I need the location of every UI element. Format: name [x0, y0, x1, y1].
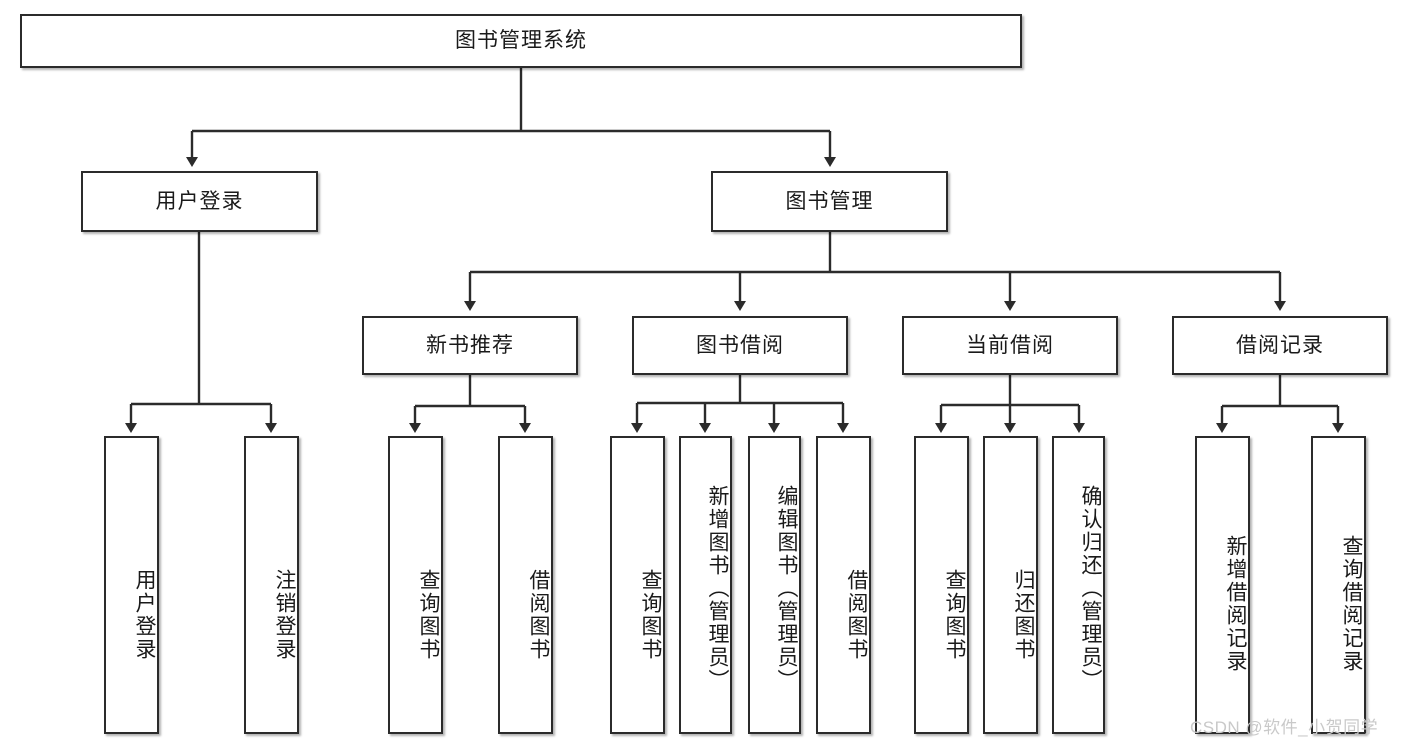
node-leaf-borrow-books[interactable]: 借阅图书 — [816, 436, 871, 734]
node-leaf-query-books-current[interactable]: 查询图书 — [914, 436, 969, 734]
node-leaf-logout-label: 注销登录 — [273, 569, 296, 661]
node-new-book-recommend-label: 新书推荐 — [426, 333, 514, 357]
node-current-borrow-label: 当前借阅 — [966, 333, 1054, 357]
node-leaf-user-login-label: 用户登录 — [133, 569, 156, 661]
node-leaf-confirm-return-admin[interactable]: 确认归还（管理员） — [1052, 436, 1105, 734]
node-root-label: 图书管理系统 — [455, 29, 587, 53]
node-leaf-return-books[interactable]: 归还图书 — [983, 436, 1038, 734]
node-book-management[interactable]: 图书管理 — [711, 171, 948, 232]
node-leaf-query-books-current-label: 查询图书 — [943, 569, 966, 661]
node-borrow-records[interactable]: 借阅记录 — [1172, 316, 1388, 375]
node-leaf-query-borrow-record[interactable]: 查询借阅记录 — [1311, 436, 1366, 734]
node-leaf-query-books-recommend[interactable]: 查询图书 — [388, 436, 443, 734]
node-book-borrow-label: 图书借阅 — [696, 333, 784, 357]
node-borrow-records-label: 借阅记录 — [1236, 333, 1324, 357]
node-leaf-add-borrow-record[interactable]: 新增借阅记录 — [1195, 436, 1250, 734]
node-leaf-return-books-label: 归还图书 — [1012, 569, 1035, 661]
node-leaf-user-login[interactable]: 用户登录 — [104, 436, 159, 734]
node-leaf-query-books-recommend-label: 查询图书 — [417, 569, 440, 661]
node-leaf-borrow-books-recommend[interactable]: 借阅图书 — [498, 436, 553, 734]
node-leaf-borrow-books-recommend-label: 借阅图书 — [527, 569, 550, 661]
node-root[interactable]: 图书管理系统 — [20, 14, 1022, 68]
node-leaf-query-books-borrow-label: 查询图书 — [639, 569, 662, 661]
node-user-login[interactable]: 用户登录 — [81, 171, 318, 232]
node-leaf-query-books-borrow[interactable]: 查询图书 — [610, 436, 665, 734]
csdn-watermark: CSDN @软件_小贺同学 — [1190, 718, 1379, 737]
node-leaf-add-borrow-record-label: 新增借阅记录 — [1224, 535, 1247, 673]
node-current-borrow[interactable]: 当前借阅 — [902, 316, 1118, 375]
node-leaf-edit-book-admin[interactable]: 编辑图书（管理员） — [748, 436, 801, 734]
node-leaf-logout[interactable]: 注销登录 — [244, 436, 299, 734]
node-new-book-recommend[interactable]: 新书推荐 — [362, 316, 578, 375]
node-leaf-confirm-return-admin-label: 确认归还（管理员） — [1079, 484, 1102, 692]
node-leaf-query-borrow-record-label: 查询借阅记录 — [1340, 535, 1363, 673]
node-leaf-borrow-books-label: 借阅图书 — [845, 569, 868, 661]
node-leaf-edit-book-admin-label: 编辑图书（管理员） — [775, 484, 798, 692]
node-book-management-label: 图书管理 — [785, 189, 874, 213]
node-user-login-label: 用户登录 — [155, 189, 244, 213]
node-leaf-add-book-admin[interactable]: 新增图书（管理员） — [679, 436, 732, 734]
node-book-borrow[interactable]: 图书借阅 — [632, 316, 848, 375]
node-leaf-add-book-admin-label: 新增图书（管理员） — [706, 484, 729, 692]
